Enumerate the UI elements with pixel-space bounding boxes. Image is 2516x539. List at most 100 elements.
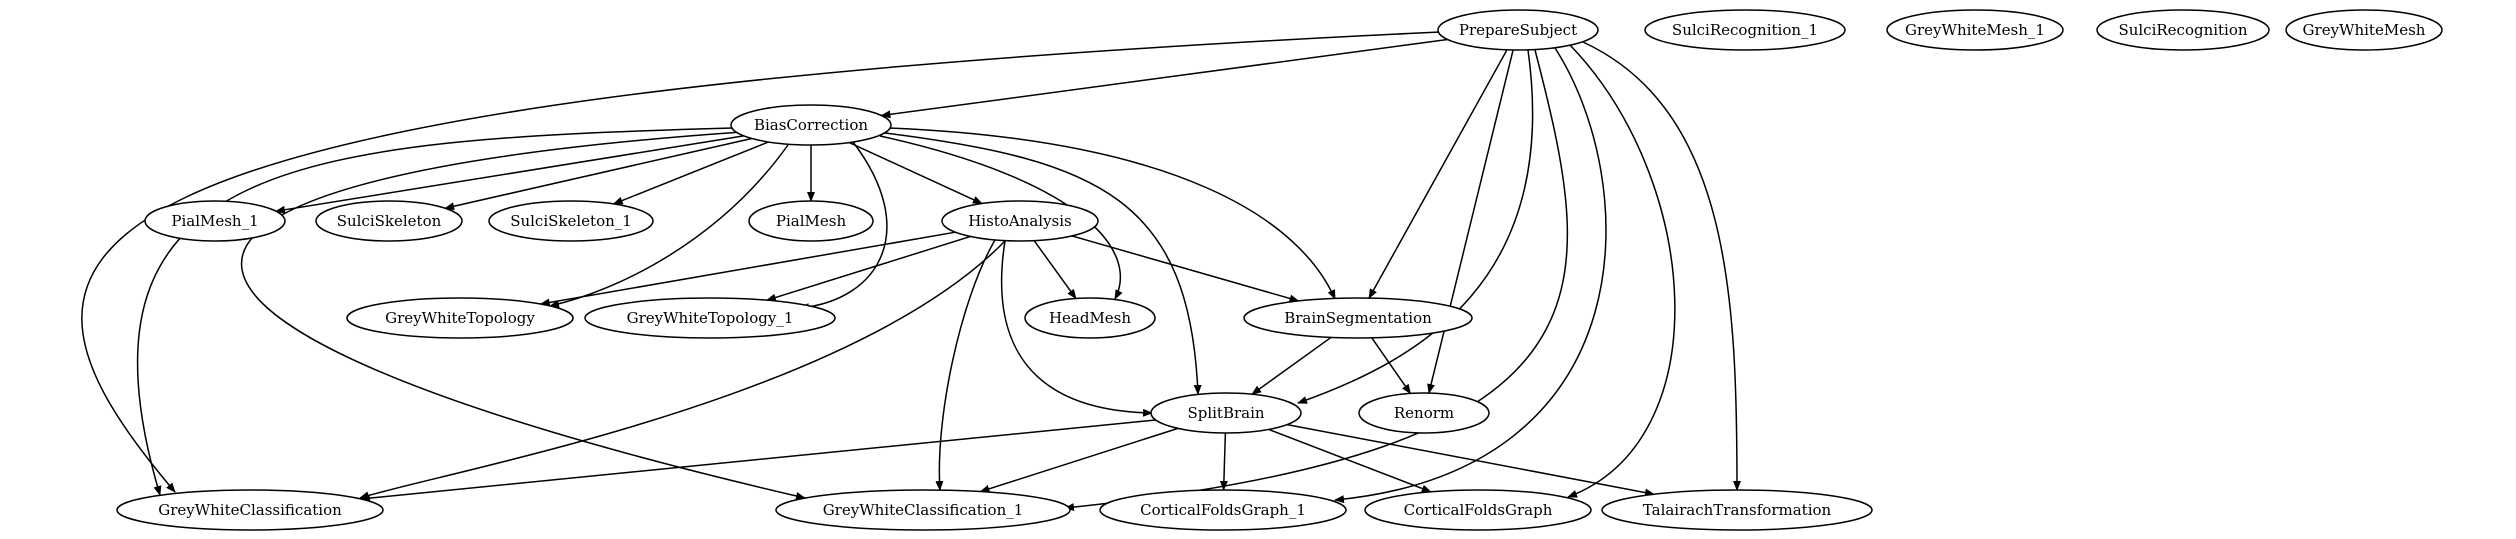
node-ellipse xyxy=(1364,489,1592,531)
node-label: GreyWhiteMesh xyxy=(2303,21,2426,39)
edge-prepare-subject-to-renorm xyxy=(1427,49,1514,395)
edge-histo-analysis-to-brain-segmentation xyxy=(1071,235,1300,303)
node-label: GreyWhiteMesh_1 xyxy=(1905,21,2045,39)
node-label: SulciSkeleton_1 xyxy=(510,212,632,230)
edge-bias-correction-to-grey-white-classification-1 xyxy=(240,131,806,500)
node-label: GreyWhiteClassification_1 xyxy=(823,501,1024,519)
node-ellipse xyxy=(116,489,384,531)
edge-histo-analysis-to-grey-white-classification-1 xyxy=(935,239,996,491)
node-sulci-recognition: SulciRecognition xyxy=(2096,9,2270,51)
node-ellipse xyxy=(2285,9,2443,51)
node-ellipse xyxy=(346,297,574,339)
node-ellipse xyxy=(144,200,286,242)
edge-bias-correction-to-sulci-skeleton xyxy=(444,137,752,211)
edge-bias-correction-to-histo-analysis xyxy=(848,141,983,205)
node-ellipse xyxy=(1024,297,1156,339)
edge-histo-analysis-to-split-brain xyxy=(1000,240,1153,417)
node-label: CorticalFoldsGraph_1 xyxy=(1140,501,1306,519)
node-ellipse xyxy=(1150,392,1302,434)
node-label: PialMesh xyxy=(776,212,847,230)
node-grey-white-mesh: GreyWhiteMesh xyxy=(2285,9,2443,51)
node-ellipse xyxy=(775,489,1071,531)
node-sulci-recognition-1: SulciRecognition_1 xyxy=(1644,9,1846,51)
node-ellipse xyxy=(941,200,1099,242)
node-bias-correction: BiasCorrection xyxy=(730,104,892,146)
node-label: SulciRecognition_1 xyxy=(1672,21,1818,39)
node-label: PialMesh_1 xyxy=(171,212,258,230)
node-label: GreyWhiteTopology_1 xyxy=(627,309,794,327)
node-grey-white-classification: GreyWhiteClassification xyxy=(116,489,384,531)
edge-bias-correction-to-grey-white-classification xyxy=(136,127,734,496)
edge-split-brain-to-cortical-folds-graph xyxy=(1268,428,1432,493)
edge-bias-correction-to-grey-white-topology-1 xyxy=(799,141,888,312)
edge-histo-analysis-to-grey-white-topology xyxy=(539,231,956,307)
node-label: BiasCorrection xyxy=(754,116,868,134)
node-grey-white-mesh-1: GreyWhiteMesh_1 xyxy=(1886,9,2064,51)
node-ellipse xyxy=(488,200,654,242)
node-label: GreyWhiteClassification xyxy=(158,501,342,519)
node-ellipse xyxy=(1644,9,1846,51)
node-histo-analysis: HistoAnalysis xyxy=(941,200,1099,242)
edge-prepare-subject-to-grey-white-classification xyxy=(81,31,1441,493)
edge-histo-analysis-to-head-mesh xyxy=(1033,240,1077,300)
node-ellipse xyxy=(1358,392,1490,434)
node-ellipse xyxy=(1437,9,1599,51)
edge-prepare-subject-to-grey-white-classification-1 xyxy=(1064,49,1569,512)
node-grey-white-topology: GreyWhiteTopology xyxy=(346,297,574,339)
edge-prepare-subject-to-cortical-folds-graph-1 xyxy=(1334,47,1607,504)
node-ellipse xyxy=(1886,9,2064,51)
node-ellipse xyxy=(1099,489,1347,531)
node-ellipse xyxy=(748,200,874,242)
edges-layer xyxy=(81,31,1741,512)
edge-brain-segmentation-to-split-brain xyxy=(1251,336,1332,395)
node-label: Renorm xyxy=(1394,404,1454,422)
node-label: SulciSkeleton xyxy=(337,212,442,230)
edge-prepare-subject-to-bias-correction xyxy=(880,38,1448,119)
edge-brain-segmentation-to-renorm xyxy=(1371,337,1412,395)
node-renorm: Renorm xyxy=(1358,392,1490,434)
node-cortical-folds-graph: CorticalFoldsGraph xyxy=(1364,489,1592,531)
node-ellipse xyxy=(2096,9,2270,51)
node-brain-segmentation: BrainSegmentation xyxy=(1243,297,1473,339)
edge-split-brain-to-talairach-transformation xyxy=(1286,423,1655,497)
edge-prepare-subject-to-cortical-folds-graph xyxy=(1567,44,1676,498)
edge-prepare-subject-to-talairach-transformation xyxy=(1582,41,1741,491)
node-label: BrainSegmentation xyxy=(1284,309,1432,327)
edge-bias-correction-to-split-brain xyxy=(884,132,1202,395)
edge-prepare-subject-to-brain-segmentation xyxy=(1368,49,1508,299)
node-ellipse xyxy=(1243,297,1473,339)
node-cortical-folds-graph-1: CorticalFoldsGraph_1 xyxy=(1099,489,1347,531)
node-pial-mesh: PialMesh xyxy=(748,200,874,242)
node-label: SplitBrain xyxy=(1187,404,1264,422)
node-grey-white-topology-1: GreyWhiteTopology_1 xyxy=(584,297,836,339)
node-ellipse xyxy=(315,200,463,242)
node-label: SulciRecognition xyxy=(2118,21,2247,39)
node-label: HeadMesh xyxy=(1049,309,1131,327)
node-sulci-skeleton-1: SulciSkeleton_1 xyxy=(488,200,654,242)
edge-bias-correction-to-pial-mesh-1 xyxy=(274,135,744,214)
node-label: TalairachTransformation xyxy=(1643,501,1832,519)
node-grey-white-classification-1: GreyWhiteClassification_1 xyxy=(775,489,1071,531)
edge-bias-correction-to-brain-segmentation xyxy=(888,127,1336,300)
edge-histo-analysis-to-grey-white-classification xyxy=(359,240,1006,500)
node-ellipse xyxy=(584,297,836,339)
node-prepare-subject: PrepareSubject xyxy=(1437,9,1599,51)
node-ellipse xyxy=(1601,489,1873,531)
node-ellipse xyxy=(730,104,892,146)
node-label: GreyWhiteTopology xyxy=(385,309,535,327)
edge-split-brain-to-cortical-folds-graph-1 xyxy=(1219,432,1228,491)
edge-prepare-subject-to-split-brain xyxy=(1297,49,1534,404)
edge-split-brain-to-grey-white-classification-1 xyxy=(979,427,1179,493)
edge-histo-analysis-to-grey-white-topology-1 xyxy=(765,235,971,302)
edge-bias-correction-to-sulci-skeleton-1 xyxy=(612,141,769,205)
edge-split-brain-to-grey-white-classification xyxy=(359,419,1156,503)
node-split-brain: SplitBrain xyxy=(1150,392,1302,434)
node-sulci-skeleton: SulciSkeleton xyxy=(315,200,463,242)
node-pial-mesh-1: PialMesh_1 xyxy=(144,200,286,242)
node-label: CorticalFoldsGraph xyxy=(1404,501,1553,519)
node-label: HistoAnalysis xyxy=(968,212,1072,230)
node-talairach-transformation: TalairachTransformation xyxy=(1601,489,1873,531)
node-head-mesh: HeadMesh xyxy=(1024,297,1156,339)
